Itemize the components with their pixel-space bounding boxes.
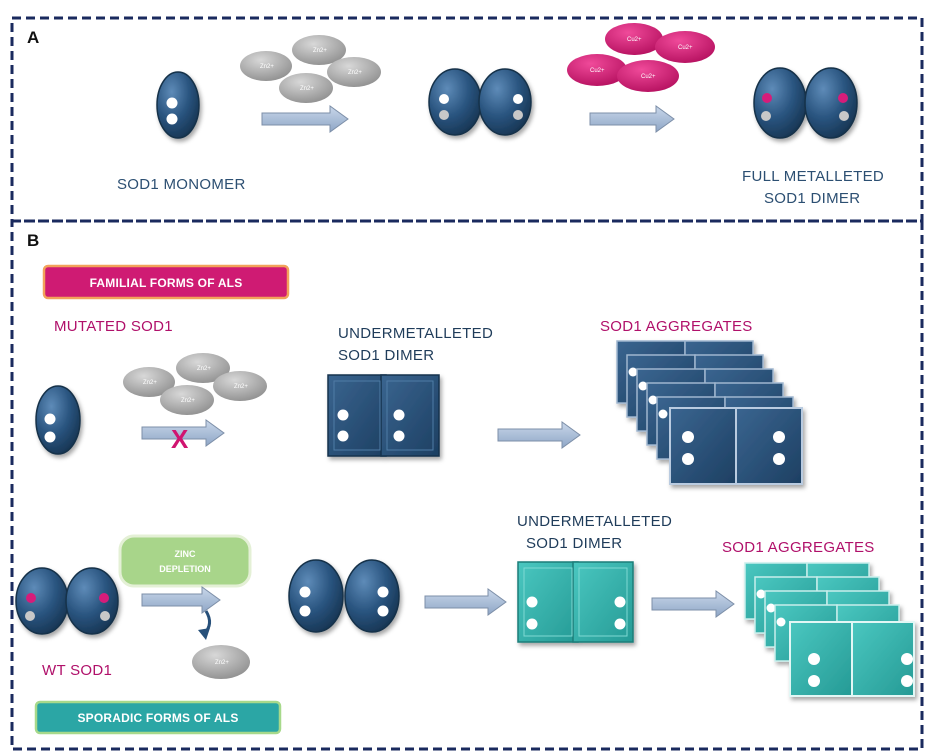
zinc-depleted-dimer bbox=[288, 559, 400, 633]
sod1-monomer bbox=[156, 71, 200, 139]
mutated-sod1-caption: MUTATED SOD1 bbox=[54, 318, 173, 335]
blocked-arrow: X bbox=[141, 419, 225, 454]
sporadic-als-badge: SPORADIC FORMS OF ALS bbox=[34, 700, 282, 735]
zinc-ion-cluster-a: Zn2+ Zn2+ Zn2+ Zn2+ bbox=[240, 35, 381, 103]
panel-a-label: A bbox=[27, 28, 39, 47]
zinc-ion-label: Zn2+ bbox=[143, 380, 157, 386]
zinc-ion-cluster-b: Zn2+ Zn2+ Zn2+ Zn2+ bbox=[123, 353, 267, 415]
arrow-b3 bbox=[651, 590, 735, 618]
full-dimer-caption-line1: FULL METALLETED bbox=[742, 168, 884, 185]
wt-sod1-caption: WT SOD1 bbox=[42, 662, 112, 679]
zinc-ion-label: Zn2+ bbox=[234, 384, 248, 390]
copper-ion-label: Cu2+ bbox=[627, 37, 642, 43]
monomer-caption: SOD1 MONOMER bbox=[117, 176, 246, 193]
mutated-sod1-monomer bbox=[35, 385, 81, 455]
arrow-zinc-depletion bbox=[141, 586, 221, 640]
arrow-b2 bbox=[424, 588, 507, 616]
copper-ion-cluster: Cu2+ Cu2+ Cu2+ Cu2+ bbox=[567, 23, 715, 92]
zinc-ion-label: Zn2+ bbox=[300, 86, 314, 92]
sod1-aggregates-teal bbox=[744, 562, 915, 697]
arrow-b1 bbox=[497, 421, 581, 449]
sod1-aggregates-blue bbox=[616, 340, 803, 485]
released-zinc-ion: Zn2+ bbox=[192, 645, 250, 679]
undermetalleted-caption-line2: SOD1 DIMER bbox=[338, 347, 434, 364]
aggregates-caption2: SOD1 AGGREGATES bbox=[722, 539, 875, 556]
sporadic-badge-text: SPORADIC FORMS OF ALS bbox=[77, 711, 238, 725]
familial-als-badge: FAMILIAL FORMS OF ALS bbox=[42, 264, 290, 300]
full-dimer-caption-line2: SOD1 DIMER bbox=[764, 190, 860, 207]
zinc-ion-label: Zn2+ bbox=[215, 660, 229, 666]
wt-sod1-dimer bbox=[15, 567, 119, 635]
zinc-depletion-badge: ZINC DEPLETION bbox=[118, 534, 252, 588]
copper-ion-label: Cu2+ bbox=[590, 68, 605, 74]
zinc-depletion-line2: DEPLETION bbox=[159, 564, 211, 574]
zinc-ion-label: Zn2+ bbox=[313, 48, 327, 54]
familial-badge-text: FAMILIAL FORMS OF ALS bbox=[90, 276, 243, 290]
undermetalleted-caption2-line2: SOD1 DIMER bbox=[526, 535, 622, 552]
arrow-a1 bbox=[261, 105, 349, 133]
zinc-ion-label: Zn2+ bbox=[348, 70, 362, 76]
copper-ion-label: Cu2+ bbox=[641, 74, 656, 80]
undermetalleted-dimer-teal bbox=[517, 561, 634, 643]
zinc-depletion-line1: ZINC bbox=[175, 549, 196, 559]
copper-ion-label: Cu2+ bbox=[678, 45, 693, 51]
zinc-ion-label: Zn2+ bbox=[197, 366, 211, 372]
panel-b-border bbox=[10, 219, 924, 751]
zinc-ion-label: Zn2+ bbox=[181, 398, 195, 404]
aggregates-caption: SOD1 AGGREGATES bbox=[600, 318, 753, 335]
undermetalleted-caption-line1: UNDERMETALLETED bbox=[338, 325, 493, 342]
zinc-ion-label: Zn2+ bbox=[260, 64, 274, 70]
zinc-bound-dimer bbox=[428, 68, 532, 136]
panel-b-label: B bbox=[27, 231, 39, 250]
arrow-a2 bbox=[589, 105, 675, 133]
blocked-x-mark: X bbox=[171, 424, 189, 454]
full-metalleted-dimer bbox=[753, 67, 858, 139]
undermetalleted-caption2-line1: UNDERMETALLETED bbox=[517, 513, 672, 530]
undermetalleted-dimer-blue bbox=[327, 374, 440, 457]
